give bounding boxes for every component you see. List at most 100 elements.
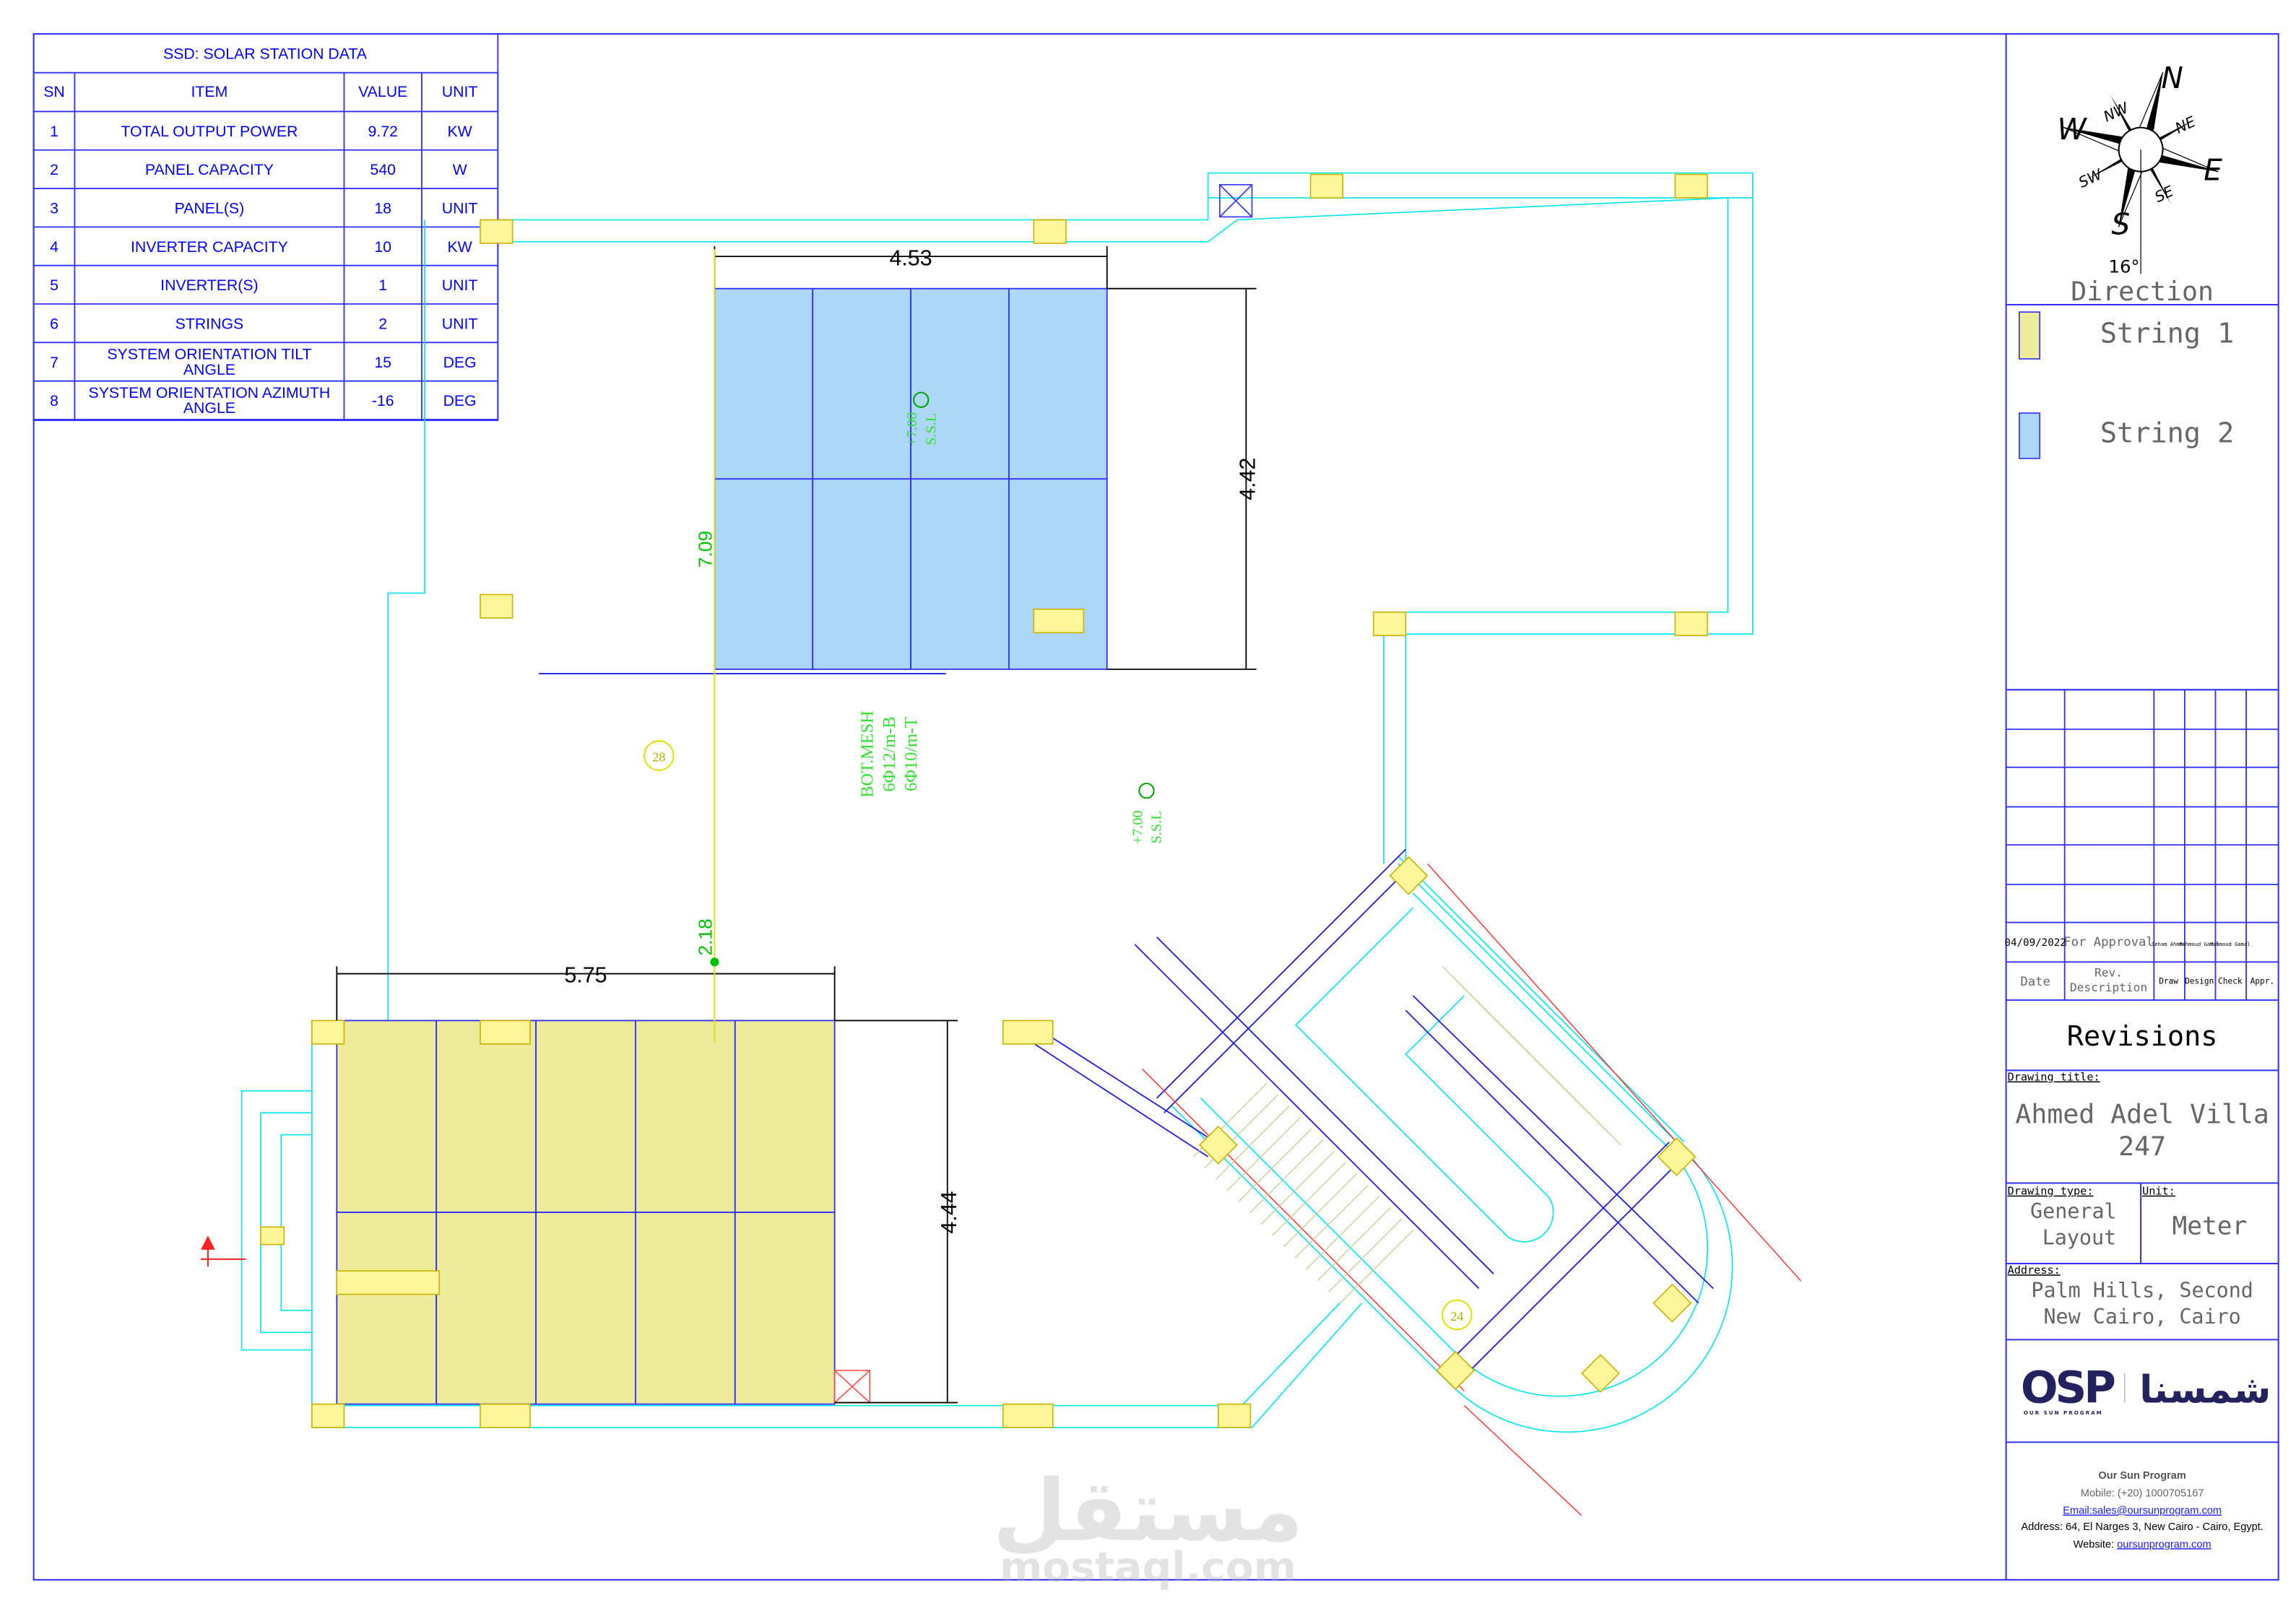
floor-plan: 4.53 4.42 5.75 4.44 7.09 2.18 +7.00 S.S.… xyxy=(200,172,1802,1591)
solar-panel xyxy=(535,1020,636,1213)
table-header-sn: SN xyxy=(43,83,65,100)
dim-bottom-width: 5.75 xyxy=(564,963,607,988)
column xyxy=(1657,1137,1697,1176)
unit-value: Meter xyxy=(2172,1212,2248,1240)
contact-email-link[interactable]: Email:sales@oursunprogram.com xyxy=(2063,1505,2222,1517)
unit-label: Unit: xyxy=(2142,1185,2175,1198)
compass-e: E xyxy=(2204,153,2222,188)
solar-panel xyxy=(1008,478,1108,670)
column xyxy=(1033,219,1067,244)
logo-osp-text: OSP xyxy=(2021,1363,2115,1414)
cell-sn: 4 xyxy=(50,238,59,256)
compass-sw: SW xyxy=(2076,165,2105,191)
cell-item: INVERTER(S) xyxy=(160,277,259,294)
cell-value: 15 xyxy=(374,354,391,371)
compass-s: S xyxy=(2112,207,2131,242)
stair-tread xyxy=(1317,1207,1391,1282)
stair-tread xyxy=(1260,1150,1335,1225)
drawing-type-label: Drawing type: xyxy=(2008,1185,2094,1198)
dimensions xyxy=(336,245,1257,1404)
compass-ne: NE xyxy=(2172,113,2198,137)
column xyxy=(1198,1125,1238,1165)
solar-panel xyxy=(714,478,814,670)
level-value: +7.00 xyxy=(904,412,920,446)
cell-unit: UNIT xyxy=(442,200,478,217)
level-label: S.S.L xyxy=(1149,811,1165,843)
drawing-title: Ahmed Adel Villa xyxy=(2015,1098,2269,1129)
contact-company: Our Sun Program xyxy=(2098,1470,2186,1482)
solar-panel xyxy=(535,1212,636,1405)
website-link[interactable]: oursunprogram.com xyxy=(2117,1539,2211,1550)
mesh-note: BOT.MESH 6Φ12/m-B 6Φ10/m-T xyxy=(857,710,921,797)
grid-label: 24 xyxy=(1450,1309,1463,1324)
staircase xyxy=(1192,965,1621,1304)
stair-tread xyxy=(1238,1128,1312,1202)
legend-swatch-string-2 xyxy=(2019,412,2041,459)
contact-info: Our Sun Program Mobile: (+20) 1000705167… xyxy=(2021,1470,2263,1550)
cell-sn: 2 xyxy=(50,161,59,178)
compass-se: SE xyxy=(2152,182,2177,206)
column xyxy=(1389,856,1429,895)
column xyxy=(480,219,514,244)
rev-header-design: Design xyxy=(2185,977,2214,986)
structural-lines xyxy=(539,673,1802,1516)
cell-value: -16 xyxy=(372,392,394,409)
cell-unit: DEG xyxy=(443,354,477,371)
solar-panel xyxy=(910,287,1010,480)
column xyxy=(311,1403,345,1428)
drawing-title-label: Drawing title: xyxy=(2008,1071,2100,1084)
cell-item: STRINGS xyxy=(176,315,244,332)
cell-sn: 1 xyxy=(50,123,59,140)
watermark: مستقل mostaql.com xyxy=(992,1461,1303,1591)
level-mark-1: +7.00 S.S.L xyxy=(904,391,940,446)
cell-value: 540 xyxy=(370,161,395,178)
rev-header-rev: Rev. xyxy=(2094,966,2123,980)
direction-label: Direction xyxy=(2071,276,2214,307)
solar-panel xyxy=(336,1020,438,1213)
solar-panel xyxy=(436,1020,537,1213)
cell-value: 2 xyxy=(378,315,387,332)
cell-unit: UNIT xyxy=(442,315,478,332)
cell-sn: 7 xyxy=(50,354,59,371)
solar-panel xyxy=(634,1212,736,1405)
dim-vertical-2: 2.18 xyxy=(694,918,716,955)
column xyxy=(1436,1351,1476,1390)
compass-angle: 16° xyxy=(2108,256,2139,277)
stair-tread xyxy=(1226,1117,1301,1191)
dim-vertical-1: 7.09 xyxy=(694,531,716,568)
mesh-line-2: 6Φ12/m-B xyxy=(880,716,899,791)
level-mark-2: +7.00 S.S.L xyxy=(1130,782,1165,844)
contact-mobile: Mobile: (+20) 1000705167 xyxy=(2081,1487,2204,1499)
watermark-arabic: مستقل xyxy=(992,1461,1303,1560)
column xyxy=(1309,173,1343,199)
cell-sn: 3 xyxy=(50,200,59,217)
cell-unit: KW xyxy=(447,238,472,256)
column xyxy=(480,594,514,619)
drawing-title-number: 247 xyxy=(2118,1131,2166,1162)
legend-label-string-1: String 1 xyxy=(2100,318,2235,350)
mesh-line-1: BOT.MESH xyxy=(857,710,877,797)
dim-top-width: 4.53 xyxy=(889,245,932,270)
revisions-title: Revisions xyxy=(2067,1020,2218,1053)
address-line-2: New Cairo, Cairo xyxy=(2043,1305,2240,1329)
stair-tread xyxy=(1554,1079,1621,1146)
revisions-table xyxy=(2006,689,2279,1001)
stair-tread xyxy=(1272,1162,1346,1236)
title-block: N W E S NW NE SW SE 16° Direction String… xyxy=(2004,33,2279,1580)
compass-n: N xyxy=(2161,61,2183,95)
dim-bottom-height: 4.44 xyxy=(937,1191,961,1233)
stair-tread xyxy=(1283,1173,1358,1248)
column xyxy=(480,1020,531,1045)
logo-tagline: OUR SUN PROGRAM xyxy=(2024,1409,2103,1416)
compass-nw: NW xyxy=(2101,98,2132,125)
column xyxy=(1002,1403,1054,1428)
cell-sn: 8 xyxy=(50,392,59,409)
cell-value: 9.72 xyxy=(368,123,397,140)
stair-tread xyxy=(1294,1184,1369,1259)
solar-panel xyxy=(1008,287,1108,480)
column xyxy=(1652,1283,1692,1323)
